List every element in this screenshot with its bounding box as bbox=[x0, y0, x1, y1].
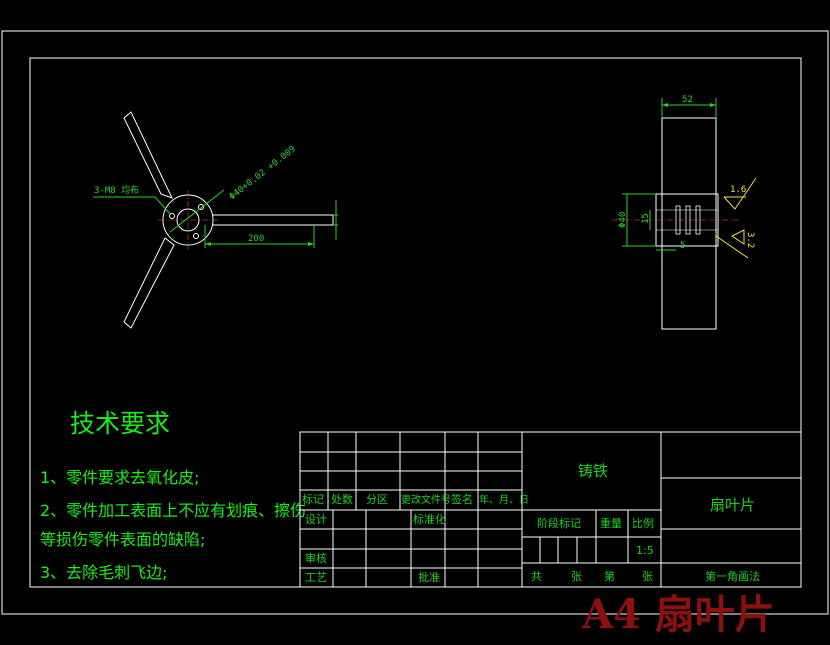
outer-frame bbox=[1, 30, 829, 615]
bolt-hole-2 bbox=[169, 213, 175, 219]
bore-tolerance-label: Φ40+0.02 +0.009 bbox=[228, 144, 298, 202]
hdr-zone: 分区 bbox=[366, 493, 388, 506]
material-label: 铸铁 bbox=[578, 462, 608, 480]
hdr-mark: 标记 bbox=[302, 492, 324, 506]
title-block bbox=[299, 431, 802, 588]
roughness-value-1: 1.6 bbox=[730, 185, 746, 195]
hdr-date: 年、月、日 bbox=[479, 493, 529, 506]
technical-requirements: 技术要求 1、零件要求去氧化皮; 2、零件加工表面上不应有划痕、擦伤 等损伤零件… bbox=[40, 409, 306, 582]
blade-arm-upper bbox=[123, 111, 173, 199]
tech-req-title: 技术要求 bbox=[70, 409, 170, 438]
hdr-count: 处数 bbox=[331, 493, 353, 506]
hdr-change-doc: 更改文件号 bbox=[401, 493, 451, 506]
roughness-symbol-top bbox=[723, 177, 757, 210]
blade-arm-right bbox=[204, 214, 334, 226]
hole-note-label: 3-M8 均布 bbox=[94, 184, 139, 196]
roughness-leader-bottom bbox=[715, 235, 749, 259]
tech-req-line-3: 等损伤零件表面的缺陷; bbox=[40, 530, 205, 549]
leader-bore-diameter bbox=[169, 189, 225, 233]
length-dim-label: 200 bbox=[248, 234, 264, 244]
label-weight: 重量 bbox=[600, 516, 622, 530]
blade-arm-lower bbox=[123, 237, 175, 329]
label-approve: 批准 bbox=[418, 570, 440, 584]
label-scale: 比例 bbox=[632, 516, 654, 530]
label-design: 设计 bbox=[305, 513, 327, 526]
roughness-value-2: 3.2 bbox=[745, 232, 755, 248]
dim52-arrow-left bbox=[662, 103, 668, 107]
label-sheets-unit: 张 bbox=[571, 570, 582, 583]
bolt-hole-3 bbox=[193, 233, 199, 239]
dim5-label: 5 bbox=[680, 241, 685, 251]
dim-arrow-right bbox=[308, 242, 314, 246]
dim52-arrow-right bbox=[710, 103, 716, 107]
part-name: 扇叶片 bbox=[710, 496, 755, 514]
hdr-sign: 签名 bbox=[451, 492, 473, 506]
side-view-fan: 52 Φ40 15 5 1.6 3.2 bbox=[612, 95, 757, 330]
dim-arrow-left bbox=[205, 242, 211, 246]
watermark-stamp: A4 扇叶片 bbox=[581, 591, 775, 638]
bolt-hole-1 bbox=[198, 204, 204, 210]
label-sheet-no: 第 bbox=[604, 569, 615, 583]
label-stage-mark: 阶段标记 bbox=[537, 516, 581, 530]
tech-req-line-2: 2、零件加工表面上不应有划痕、擦伤 bbox=[40, 501, 306, 520]
roughness-symbol-bottom bbox=[731, 229, 745, 245]
title-block-text: 标记 处数 分区 更改文件号 签名 年、月、日 设计 标准化 审核 工艺 批准 … bbox=[302, 462, 760, 584]
projection-label: 第一角画法 bbox=[705, 569, 760, 583]
blade-side-outline bbox=[661, 117, 717, 330]
width-dim-label: 52 bbox=[682, 95, 693, 105]
dim15-label: 15 bbox=[641, 213, 651, 224]
dia-dim-label: Φ40 bbox=[618, 212, 628, 228]
label-sheets-total: 共 bbox=[531, 570, 542, 583]
label-standardize: 标准化 bbox=[413, 512, 446, 526]
tech-req-line-1: 1、零件要求去氧化皮; bbox=[40, 468, 200, 487]
tech-req-line-4: 3、去除毛刺飞边; bbox=[40, 563, 168, 582]
label-sheet-unit2: 张 bbox=[642, 570, 653, 583]
label-process: 工艺 bbox=[305, 571, 327, 584]
leader-bolt-holes bbox=[93, 196, 171, 215]
front-view-fan: 3-M8 均布 Φ40+0.02 +0.009 200 bbox=[93, 111, 338, 329]
label-review: 审核 bbox=[305, 551, 327, 565]
scale-value: 1:5 bbox=[636, 544, 654, 557]
